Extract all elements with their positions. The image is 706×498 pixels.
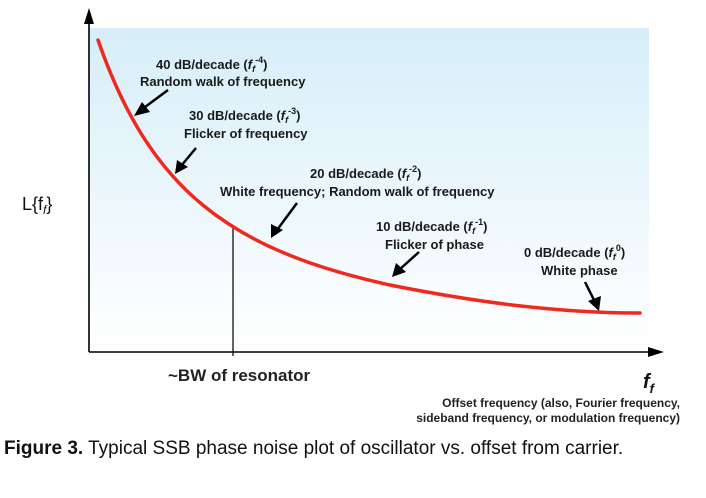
plot-background (89, 28, 649, 352)
y-axis-arrow-icon (84, 8, 94, 24)
arrow-10db-icon (392, 251, 420, 277)
x-axis (89, 347, 664, 357)
arrow-30db-icon (175, 147, 197, 174)
annotation-40db: 40 dB/decade (ff-4) Random walk of frequ… (140, 55, 306, 89)
arrow-40db-icon (134, 88, 169, 116)
offset-frequency-line-1: Offset frequency (also, Fourier frequenc… (442, 396, 680, 410)
figure-caption-text: Typical SSB phase noise plot of oscillat… (83, 438, 624, 459)
figure-caption-label: Figure 3. (4, 438, 84, 459)
arrow-0db-icon (583, 281, 601, 311)
figure-caption: Figure 3. Typical SSB phase noise plot o… (4, 438, 704, 460)
bw-label: ~BW of resonator (168, 366, 311, 385)
y-axis (84, 8, 94, 352)
phase-noise-curve (96, 38, 642, 315)
svg-text:40 dB/decade (ff-4): 40 dB/decade (ff-4) (156, 55, 267, 74)
offset-frequency-line-2: sideband frequency, or modulation freque… (416, 411, 680, 425)
annotation-arrows (134, 88, 601, 311)
svg-text:0 dB/decade (ff0): 0 dB/decade (ff0) (524, 243, 625, 262)
annotation-0db: 0 dB/decade (ff0) White phase (524, 243, 625, 278)
annotation-0db-desc: White phase (541, 263, 618, 278)
svg-text:30 dB/decade (ff-3): 30 dB/decade (ff-3) (189, 106, 300, 125)
annotation-40db-desc: Random walk of frequency (140, 74, 306, 89)
x-axis-arrow-icon (648, 347, 664, 357)
annotation-30db-desc: Flicker of frequency (184, 126, 308, 141)
arrow-20db-icon (271, 202, 299, 238)
annotation-10db: 10 dB/decade (ff-1) Flicker of phase (376, 217, 487, 252)
svg-text:20 dB/decade (ff-2): 20 dB/decade (ff-2) (310, 164, 421, 183)
annotation-20db-desc: White frequency; Random walk of frequenc… (220, 184, 495, 199)
svg-text:10 dB/decade (ff-1): 10 dB/decade (ff-1) (376, 217, 487, 236)
phase-noise-diagram: 40 dB/decade (ff-4) Random walk of frequ… (22, 8, 680, 425)
annotation-20db: 20 dB/decade (ff-2) White frequency; Ran… (220, 164, 495, 199)
x-axis-symbol: ff (643, 371, 656, 396)
y-axis-title: L{ff} (22, 194, 52, 217)
annotation-30db: 30 dB/decade (ff-3) Flicker of frequency (184, 106, 308, 141)
annotation-10db-desc: Flicker of phase (385, 237, 484, 252)
